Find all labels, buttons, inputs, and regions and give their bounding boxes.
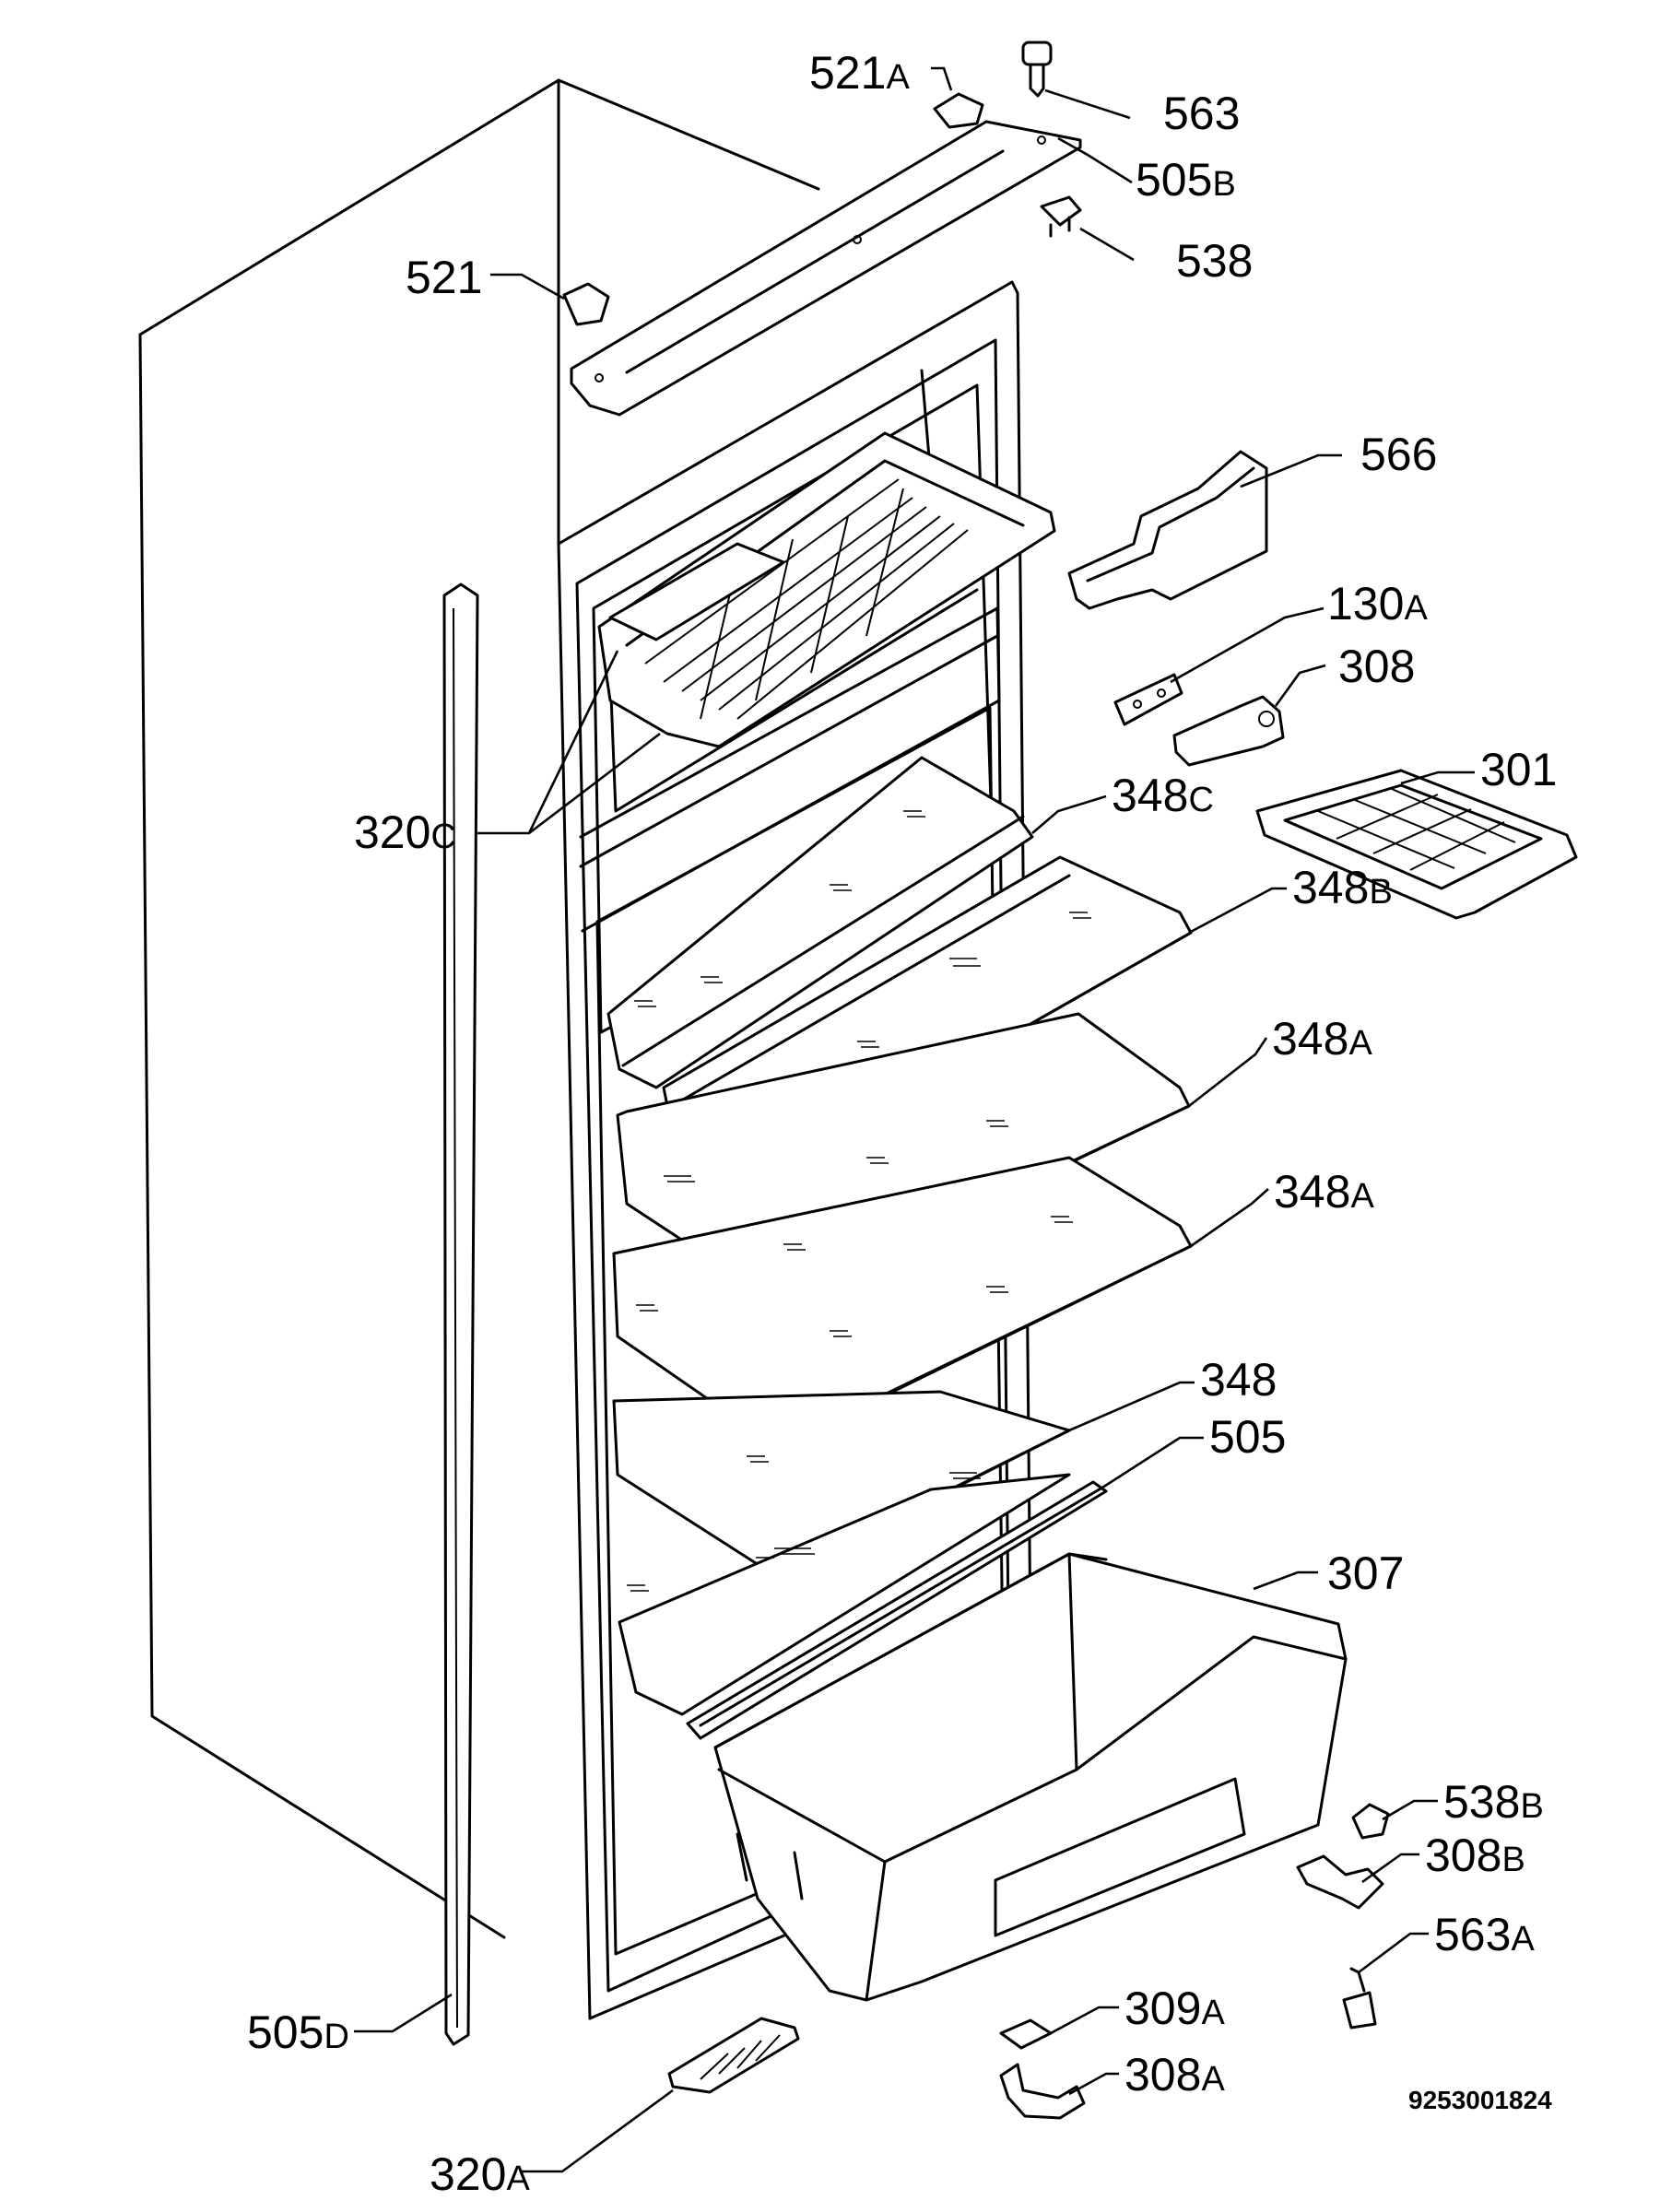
label-320a: 320A <box>430 2148 530 2200</box>
part-labels: 521A 563 505B 538 521 566 130A 308 301 3… <box>247 47 1557 2200</box>
hinge-308b <box>1296 1854 1384 1910</box>
crisper-drawer <box>713 1552 1348 2002</box>
label-563a: 563A <box>1434 1909 1535 1960</box>
label-521a: 521A <box>809 47 910 99</box>
label-348a-lower: 348A <box>1274 1166 1374 1218</box>
crisper-cover-strip <box>686 1480 1108 1740</box>
plate-130a <box>1113 673 1183 726</box>
hinge-308a <box>999 2063 1086 2120</box>
label-538: 538 <box>1176 235 1253 287</box>
label-308a: 308A <box>1124 2049 1225 2100</box>
label-566: 566 <box>1360 429 1437 480</box>
document-code: 9253001824 <box>1408 2086 1552 2114</box>
label-505d: 505D <box>247 2006 349 2058</box>
label-130a: 130A <box>1327 578 1428 629</box>
label-505b: 505B <box>1136 154 1236 206</box>
label-348c: 348C <box>1112 770 1214 821</box>
label-308b: 308B <box>1425 1830 1525 1881</box>
label-521: 521 <box>406 252 482 303</box>
bush-309a <box>999 2018 1053 2050</box>
bush-538b <box>1351 1803 1390 1840</box>
bush-538 <box>1040 195 1082 238</box>
hinge-pin-563 <box>1021 41 1053 98</box>
top-hinge-strip-505b <box>570 120 1082 417</box>
hinge-cover-521a <box>933 92 984 129</box>
label-505: 505 <box>1209 1411 1286 1463</box>
label-348b: 348B <box>1292 862 1393 913</box>
door-seal-505d <box>442 582 479 2046</box>
label-538b: 538B <box>1443 1776 1544 1828</box>
label-320c: 320C <box>354 806 456 858</box>
crisper-cover-glass <box>618 1473 1071 1716</box>
ice-tray-301 <box>1255 769 1578 920</box>
label-309a: 309A <box>1124 1983 1225 2034</box>
label-308: 308 <box>1338 641 1415 692</box>
leader-lines <box>354 66 1475 2173</box>
label-348: 348 <box>1200 1354 1277 1406</box>
label-307: 307 <box>1327 1547 1404 1599</box>
shelf-348c <box>606 756 1034 1089</box>
hinge-pin-563a <box>1342 1967 1377 2030</box>
vent-grille-320a <box>667 2017 800 2094</box>
freezer-shelf-grid <box>597 431 1056 748</box>
label-563: 563 <box>1163 88 1240 139</box>
label-301: 301 <box>1480 744 1557 795</box>
hinge-308 <box>1172 695 1285 767</box>
label-348a-upper: 348A <box>1272 1013 1372 1065</box>
handle-566 <box>1067 450 1268 610</box>
hinge-cover-521 <box>562 282 610 326</box>
